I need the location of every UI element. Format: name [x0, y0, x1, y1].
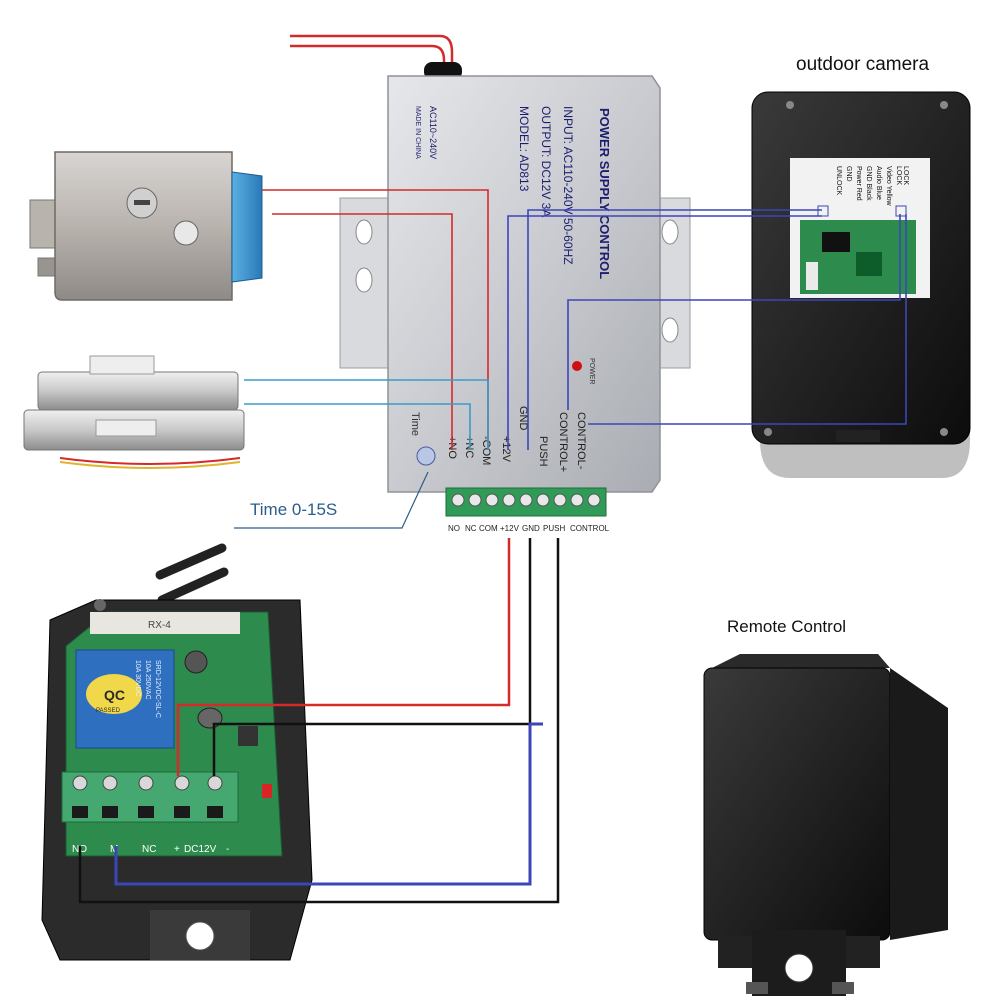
tb-label-no: NO [448, 524, 460, 533]
camera-pin-video: Video Yellow [885, 166, 892, 207]
lock-button-icon [173, 220, 199, 246]
push-button [238, 726, 258, 746]
rx-module [90, 612, 240, 634]
receiver-wires [78, 538, 560, 904]
camera-pin-audio: Audio Blue [875, 166, 882, 200]
camera-pin-lock-2: LOCK [895, 166, 902, 185]
camera-pin-gnd-2: GND [845, 166, 852, 182]
camera-pin-lock-1: LOCK [902, 166, 909, 185]
relay-ac-rating: 10A 250VAC [144, 660, 151, 700]
tb-label-gnd: GND [522, 524, 540, 533]
electric-bolt-lock [23, 355, 245, 473]
psu-label-gnd: GND [517, 406, 529, 431]
tb-label-com: COM [479, 524, 498, 533]
relay-passed-mark: PASSED [96, 708, 121, 714]
relay-qc-mark: QC [104, 687, 125, 703]
psu-label-push: PUSH [537, 436, 549, 467]
time-callout-line [234, 471, 429, 529]
tb-label-control: CONTROL [570, 524, 610, 533]
remote-control-label: Remote Control [727, 617, 847, 636]
camera-wires [507, 209, 907, 450]
time-range-label: Time 0-15S [250, 500, 338, 519]
power-led [572, 361, 582, 371]
psu-label-control-minus: CONTROL- [575, 412, 587, 470]
remote-receiver-board: RX-4 QC PASSED SRD-12VDC-SL-C 10A 250VAC… [41, 543, 313, 961]
camera-pin-unlock: UNLOCK [835, 166, 842, 196]
mains-input-cable [290, 34, 462, 80]
outdoor-camera-unit: LOCK LOCK Video Yellow Audio Blue GND Bl… [751, 91, 971, 478]
relay-model: SRD-12VDC-SL-C [154, 660, 161, 718]
psu-made-in: MADE IN CHINA [414, 106, 421, 159]
power-supply-unit: POWER POWER SUPPLY CONTROL INPUT: AC110-… [339, 75, 691, 533]
psu-ac-rating: AC110~240V [428, 106, 438, 159]
tb-label-12v: +12V [500, 524, 520, 533]
receiver-label-m: M [110, 844, 118, 855]
time-knob-label: Time [409, 412, 421, 436]
psu-title: POWER SUPPLY CONTROL [597, 108, 612, 279]
lock-wires [244, 189, 489, 450]
time-adjust-knob [416, 446, 436, 466]
psu-label-nc: +NC [463, 436, 475, 458]
electric-rim-lock [29, 151, 263, 301]
psu-label-control-plus: CONTROL+ [557, 412, 569, 472]
outdoor-camera-label: outdoor camera [796, 54, 930, 75]
psu-input-rating: INPUT: AC110-240V 50-60HZ [561, 106, 575, 265]
psu-model: MODEL: AD813 [517, 106, 531, 192]
camera-pin-gnd: GND Black [865, 166, 872, 201]
camera-pin-power: Power Red [855, 166, 862, 201]
remote-control-box [703, 654, 948, 996]
receiver-label-dc12v: DC12V [184, 844, 217, 855]
power-led-label: POWER [588, 358, 595, 384]
psu-output-rating: OUTPUT: DC12V 3A [539, 106, 553, 217]
receiver-label-nc: NC [142, 844, 156, 855]
psu-label-com: -COM [480, 436, 492, 465]
tb-label-push: PUSH [543, 524, 565, 533]
receiver-label-plus: + [174, 844, 180, 855]
relay-dc-rating: 10A 30VDC [134, 660, 141, 697]
receiver-label-minus: - [226, 844, 229, 855]
psu-label-12v: +12V [500, 436, 512, 463]
rx-module-label: RX-4 [148, 620, 171, 631]
tb-label-nc: NC [465, 524, 477, 533]
